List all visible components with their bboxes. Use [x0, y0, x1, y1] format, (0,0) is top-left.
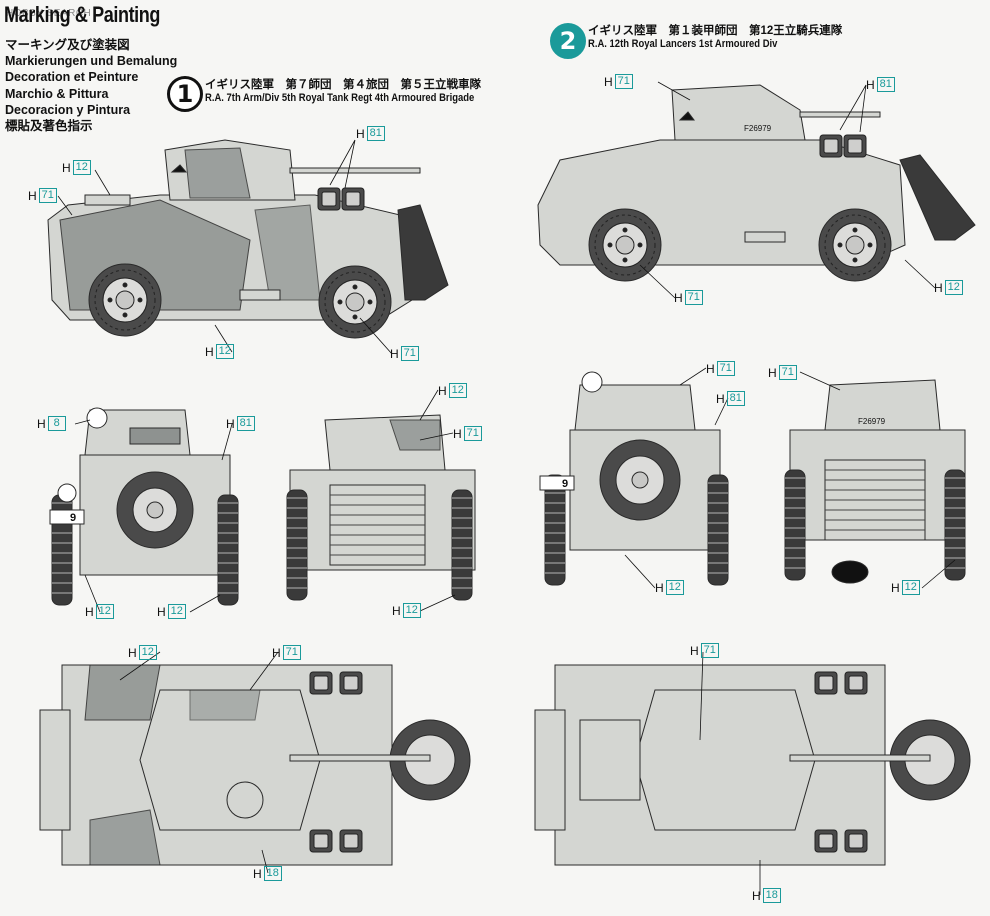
subtitle-es: Decoracion y Pintura	[5, 102, 131, 117]
subtitle-jp: マーキング及び塗装図	[5, 38, 130, 52]
leader-lines	[57, 81, 956, 895]
scheme-2-badge: 2	[550, 23, 586, 59]
s1-top-view	[39, 664, 471, 866]
s2-front-plate: 9	[562, 478, 568, 490]
subtitle-fr: Decoration et Peinture	[5, 70, 139, 85]
scheme-2-en: R.A. 12th Royal Lancers 1st Armoured Div	[588, 38, 778, 50]
s2-side-view: F26979	[537, 84, 976, 282]
s1-front-plate: 9	[70, 512, 76, 524]
scheme-1-caption: イギリス陸軍 第７師団 第４旅団 第５王立戦車隊 R.A. 7th Arm/Di…	[205, 76, 518, 104]
scheme-2-caption: イギリス陸軍 第１装甲師団 第12王立騎兵連隊 R.A. 12th Royal …	[588, 22, 842, 50]
page-title: Marking & Painting	[4, 2, 161, 27]
scheme-1-en: R.A. 7th Arm/Div 5th Royal Tank Regt 4th…	[205, 92, 475, 104]
s1-rear-view	[286, 414, 476, 601]
s1-side-view	[47, 139, 449, 339]
s2-rear-serial: F26979	[858, 417, 886, 426]
scheme-1-jp: イギリス陸軍 第７師団 第４旅団 第５王立戦車隊	[205, 79, 481, 91]
s2-top-view	[534, 664, 971, 866]
watermark: HOBBY SEARCH	[6, 8, 92, 19]
subtitle-it: Marchio & Pittura	[5, 86, 109, 101]
s1-front-view: 9	[49, 407, 239, 606]
s2-side-serial: F26979	[744, 124, 772, 133]
subtitle-cn: 標貼及著色指示	[5, 119, 93, 134]
language-subtitles: マーキング及び塗装図 Markierungen und Bemalung Dec…	[5, 37, 177, 134]
subtitle-de: Markierungen und Bemalung	[5, 54, 178, 69]
scheme-1-badge: 1	[167, 76, 203, 112]
s2-rear-view: F26979	[784, 379, 966, 584]
scheme-2-jp: イギリス陸軍 第１装甲師団 第12王立騎兵連隊	[588, 25, 843, 37]
s2-front-view: 9	[539, 371, 729, 586]
